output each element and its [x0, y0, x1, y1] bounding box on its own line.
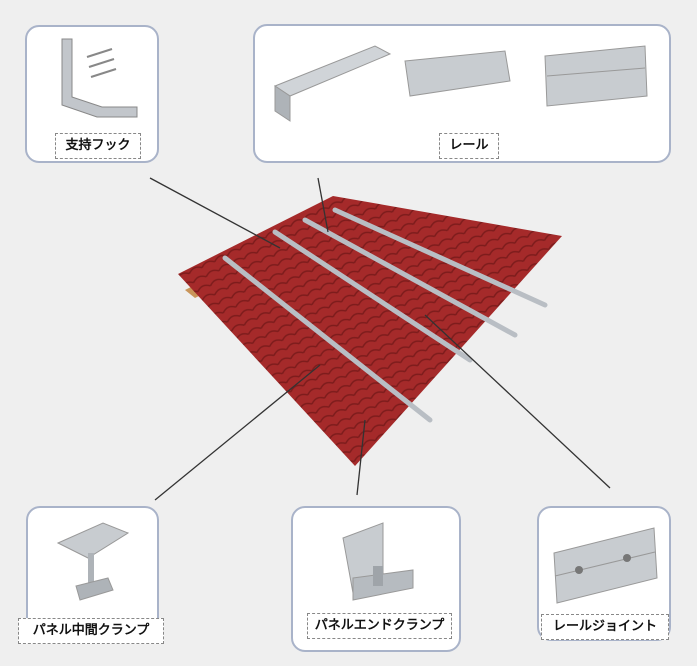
- panel-mid-clamp-icon: [56, 522, 130, 601]
- support-hook-icon: [61, 38, 138, 118]
- panel-end-clamp-label: パネルエンドクランプ: [307, 613, 452, 639]
- panel-end-clamp-icon: [342, 522, 414, 601]
- rail-joint-card: レールジョイント: [537, 506, 671, 641]
- rail-joint-label: レールジョイント: [541, 614, 669, 640]
- panel-mid-clamp-card: パネル中間クランプ: [18, 506, 164, 644]
- panel-mid-clamp-label: パネル中間クランプ: [18, 618, 164, 644]
- rails: [222, 207, 548, 423]
- rail-icon: [273, 45, 648, 122]
- support-hook-label: 支持フック: [55, 133, 141, 159]
- panel-end-clamp-card: パネルエンドクランプ: [291, 506, 461, 652]
- rail-card: レール: [253, 24, 671, 163]
- support-hook-card: 支持フック: [25, 25, 159, 163]
- pointer-lines: [149, 177, 611, 501]
- red-tile-roof: [178, 196, 562, 466]
- rail-joint-icon: [553, 527, 658, 604]
- rail-label: レール: [439, 133, 499, 159]
